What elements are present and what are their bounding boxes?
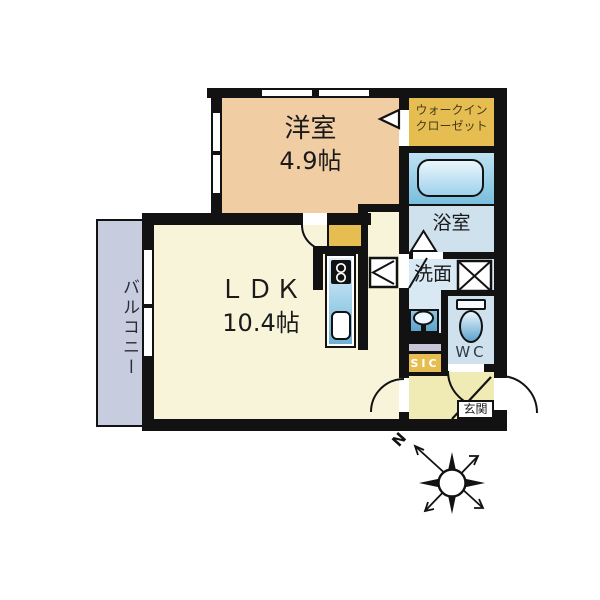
walk-in-closet — [409, 98, 494, 146]
western-room-label: 洋室 4.9帖 — [222, 114, 399, 176]
hallway — [368, 212, 399, 419]
door-opening-front — [494, 376, 507, 412]
door-opening-hall — [399, 378, 409, 412]
balcony-label: バルコニー — [119, 278, 139, 378]
room-size: 4.9帖 — [279, 147, 342, 176]
entrance-label: 玄関 — [463, 402, 488, 416]
wc-label: WC — [455, 343, 487, 361]
toilet-bowl — [459, 310, 483, 343]
door-opening-bathroom — [413, 252, 443, 259]
balcony — [96, 219, 144, 427]
compass-rose: N — [388, 429, 485, 514]
wall — [441, 290, 494, 296]
washroom-label: 洗面 — [413, 263, 452, 285]
balcony-window — [142, 308, 154, 356]
room-name: ＬＤＫ — [218, 275, 303, 305]
ldk-label: ＬＤＫ 10.4帖 — [154, 275, 368, 338]
shoe-closet — [409, 354, 441, 372]
compass-north-label: N — [388, 429, 410, 450]
wall — [399, 333, 441, 344]
wall — [322, 246, 368, 254]
window — [262, 88, 312, 98]
door-opening-wc — [448, 364, 484, 372]
room-size: 10.4帖 — [222, 309, 300, 338]
door-opening-washroom — [399, 254, 409, 288]
wall — [399, 372, 448, 376]
western-room — [222, 98, 399, 213]
window — [319, 88, 369, 98]
wall — [399, 252, 494, 259]
wall — [441, 292, 448, 372]
threshold-strip — [409, 344, 441, 354]
wall — [494, 88, 507, 431]
door-opening-wic — [399, 110, 409, 146]
window — [211, 155, 222, 193]
storage-box — [327, 223, 363, 248]
wall — [358, 204, 368, 350]
toilet-tank — [456, 299, 486, 310]
walk-in-closet-label: ウォークイン クローゼット — [415, 103, 488, 134]
window — [211, 113, 222, 151]
entrance-label-box: 玄関 — [457, 400, 494, 419]
wall — [399, 146, 494, 153]
wall — [358, 204, 399, 212]
bathtub — [417, 159, 484, 197]
wash-basin-unit — [409, 309, 439, 333]
bathroom-label: 浴室 — [432, 212, 471, 234]
balcony-window — [142, 250, 154, 304]
wall — [313, 246, 323, 290]
wall — [142, 419, 507, 431]
sic-label: SIC — [410, 357, 440, 370]
room-name: 洋室 — [284, 114, 337, 144]
kitchen-sink — [331, 311, 351, 340]
door-opening-ldk — [303, 213, 327, 225]
